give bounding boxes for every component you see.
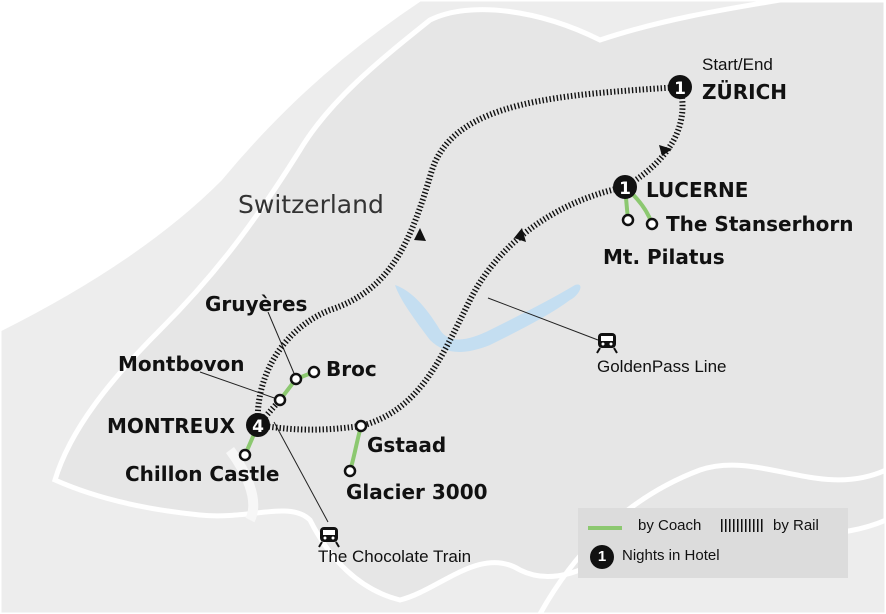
rail-lucerne-gstaad (360, 184, 626, 429)
hotel-nights-zurich: 1 (674, 79, 686, 99)
train-icon (596, 333, 618, 354)
stop-gstaad[interactable] (354, 419, 368, 433)
label-broc: Broc (326, 357, 377, 381)
label-goldenpass: GoldenPass Line (597, 357, 727, 376)
lake-geneva-neuchatel (395, 284, 581, 352)
stop-glacier[interactable] (343, 464, 357, 478)
stop-broc[interactable] (307, 365, 321, 379)
legend-hotel-marker: 1 (590, 545, 614, 569)
hotel-marker-lucerne[interactable] (613, 175, 637, 199)
label-stanserhorn: The Stanserhorn (666, 212, 854, 236)
legend: by Coach by Rail 1 Nights in Hotel (578, 508, 848, 578)
leader-line-goldenpass (487, 297, 599, 341)
stop-montbovon[interactable] (273, 393, 287, 407)
country-label: Switzerland (238, 190, 384, 219)
label-gruyeres: Gruyères (205, 292, 308, 316)
stop-gruyeres[interactable] (289, 372, 303, 386)
leader-line-montbovon (199, 371, 281, 401)
legend-coach: by Coach (638, 517, 702, 534)
label-glacier: Glacier 3000 (346, 480, 488, 504)
hotel-marker-zurich[interactable] (668, 75, 692, 99)
stop-pilatus[interactable] (621, 213, 635, 227)
direction-arrow (514, 228, 526, 242)
train-icon (318, 527, 340, 548)
hotel-marker-montreux[interactable] (246, 413, 270, 437)
rail-swatch (721, 519, 763, 532)
hotel-nights-lucerne: 1 (619, 179, 631, 199)
direction-arrow (414, 228, 426, 241)
leader-line-gruyeres (267, 311, 297, 379)
label-pilatus: Mt. Pilatus (603, 245, 725, 269)
hotel-nights-montreux: 4 (252, 417, 264, 437)
label-gstaad: Gstaad (367, 433, 447, 457)
border-line (537, 462, 886, 614)
legend-rail: by Rail (773, 517, 819, 534)
border-line (225, 447, 259, 523)
label-montreux: MONTREUX (107, 414, 236, 438)
label-chillon: Chillon Castle (125, 462, 280, 486)
label-montbovon: Montbovon (118, 352, 245, 376)
zurich-note: Start/End (702, 55, 773, 74)
legend-hotel: Nights in Hotel (622, 547, 720, 564)
label-zurich: ZÜRICH (702, 80, 787, 104)
label-chocolate-train: The Chocolate Train (318, 547, 472, 566)
stop-chillon[interactable] (238, 448, 252, 462)
leader-line-chocolate (273, 421, 329, 523)
direction-arrow (659, 145, 672, 156)
label-lucerne: LUCERNE (646, 178, 749, 202)
coach-swatch (588, 526, 622, 530)
rail-zurich-montreux (254, 84, 681, 426)
stop-stanserhorn[interactable] (645, 217, 659, 231)
